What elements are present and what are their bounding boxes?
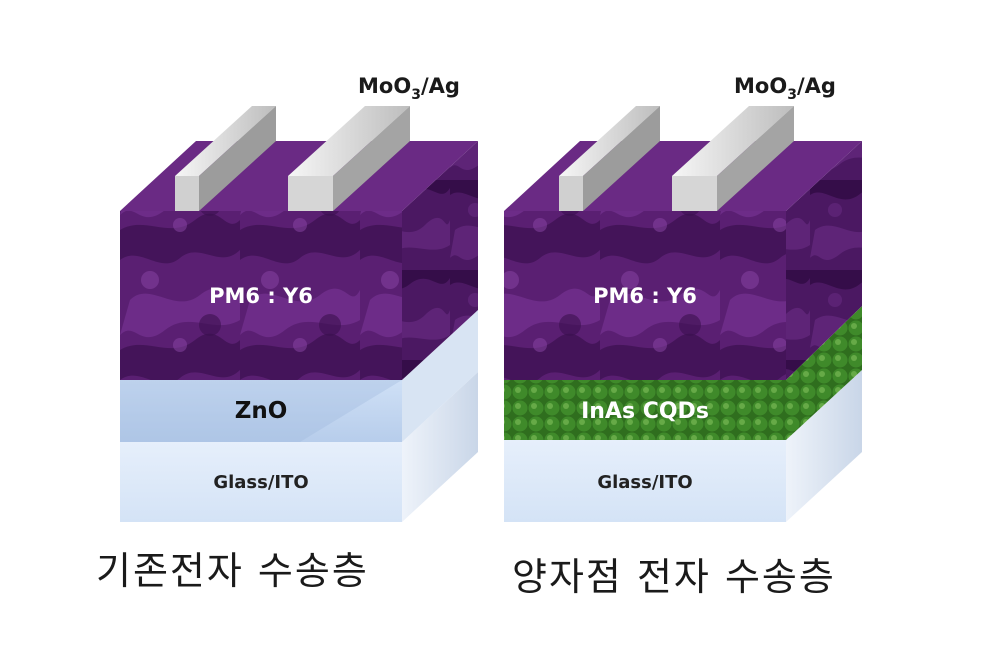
active-layer-front [120, 211, 402, 380]
glass-ito-front [504, 440, 786, 522]
transport-layer-label-left: ZnO [235, 398, 288, 424]
device-right: MoO3/Ag PM6 : Y6 InAs CQDs Glass/ITO [504, 74, 862, 522]
active-layer-front [504, 211, 786, 380]
electrode-label-left: MoO3/Ag [358, 74, 460, 103]
caption-left: 기존전자 수송층 [96, 549, 369, 593]
glass-ito-side [402, 372, 478, 522]
zno-side [402, 310, 478, 442]
electrode-strip-1 [559, 106, 660, 211]
electrode-strip-2 [672, 106, 794, 211]
quantum-dot-layer-side [786, 306, 862, 440]
glass-ito-side [786, 370, 862, 522]
zno-front [120, 380, 402, 442]
substrate-label-left: Glass/ITO [213, 472, 308, 493]
active-layer-label-left: PM6 : Y6 [209, 284, 313, 308]
electrode-label-right: MoO3/Ag [734, 74, 836, 103]
quantum-dot-layer-front [504, 380, 786, 440]
electrode-strip-2 [288, 106, 410, 211]
substrate-label-right: Glass/ITO [597, 472, 692, 493]
caption-right: 양자점 전자 수송층 [512, 555, 836, 599]
glass-ito-front [120, 442, 402, 522]
device-left: MoO3/Ag PM6 : Y6 ZnO Glass/ITO [120, 74, 478, 522]
active-layer-label-right: PM6 : Y6 [593, 284, 697, 308]
transport-layer-label-right: InAs CQDs [581, 399, 709, 424]
zno-shadow [120, 380, 402, 442]
active-layer-side [402, 141, 478, 380]
active-layer-side [786, 141, 862, 380]
electrode-strip-1 [175, 106, 276, 211]
